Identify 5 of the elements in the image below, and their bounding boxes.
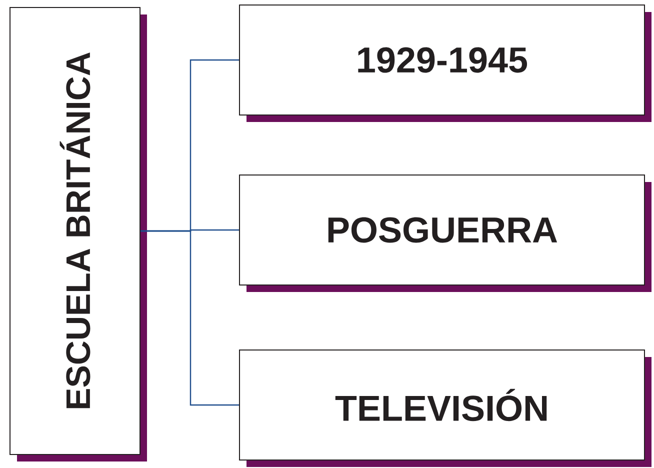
period-box: 1929-1945: [239, 4, 652, 122]
connector-line: [140, 230, 239, 406]
period-box: POSGUERRA: [239, 174, 652, 292]
title-box: ESCUELA BRITÁNICA: [10, 7, 147, 462]
period-box: TELEVISIÓN: [239, 350, 652, 467]
